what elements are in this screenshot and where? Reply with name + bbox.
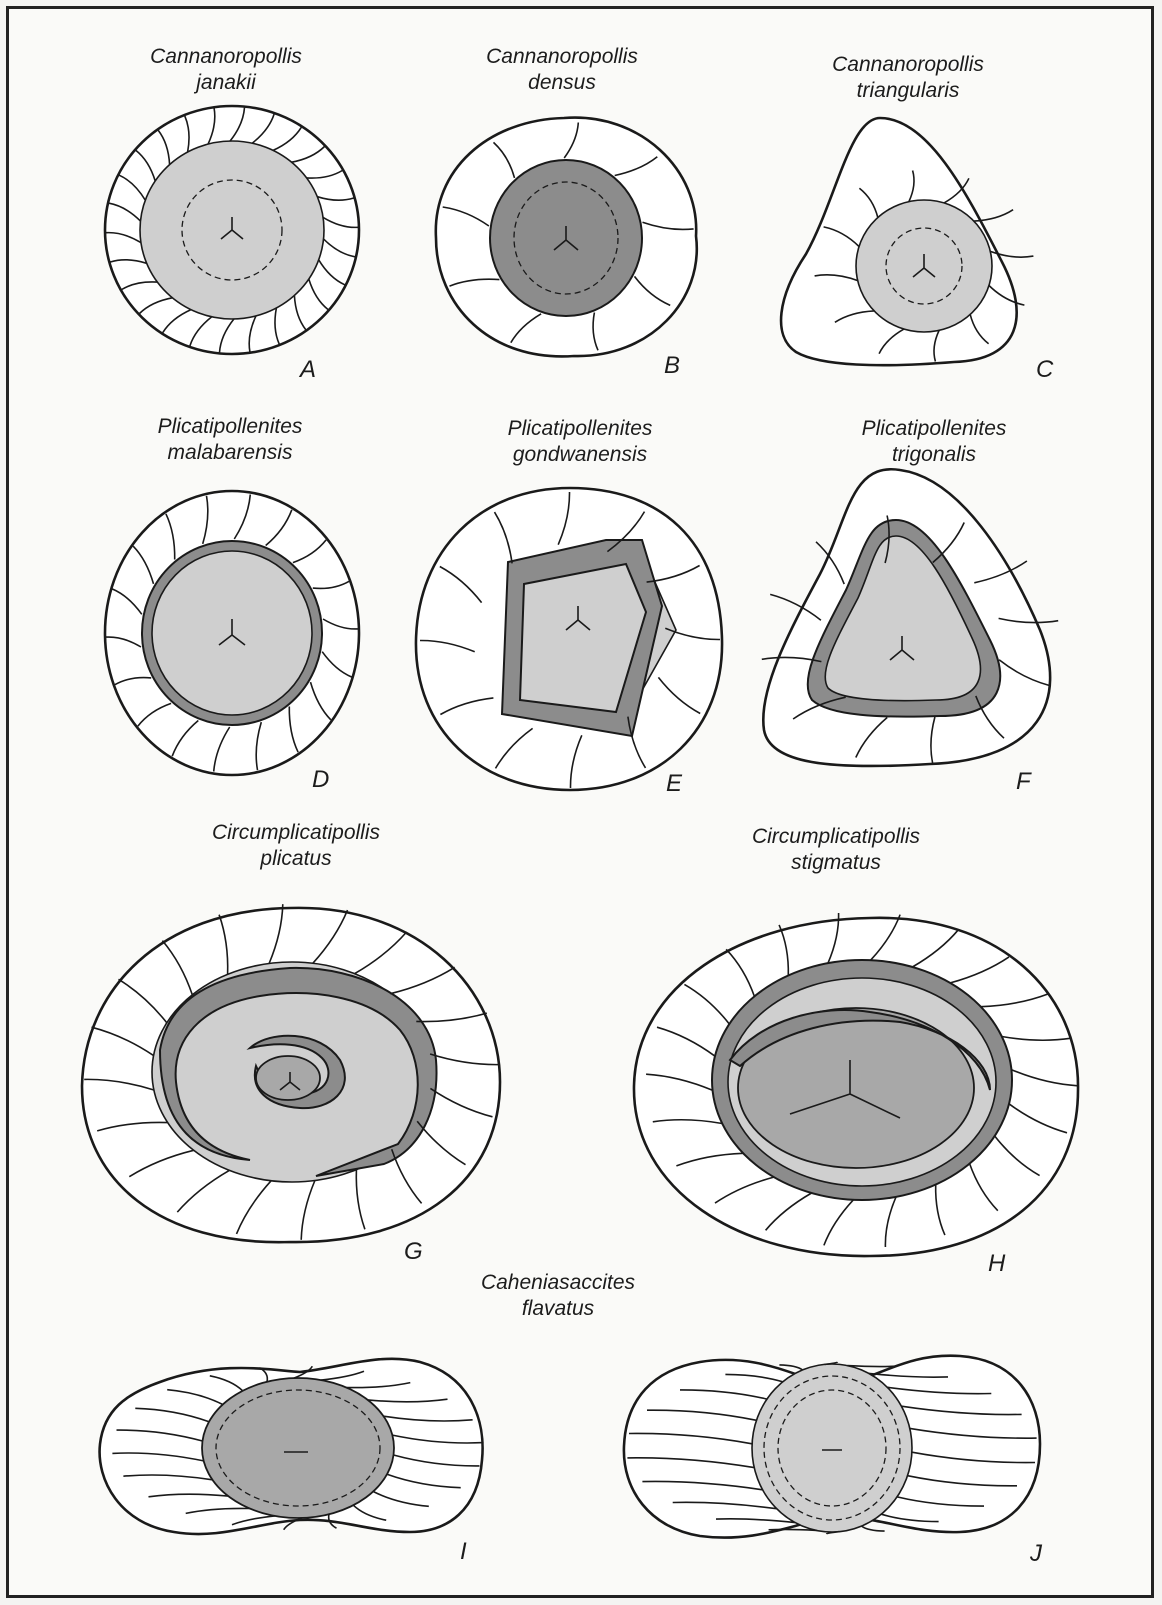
taxon-name-f: Plicatipollenites trigonalis <box>804 416 1064 468</box>
genus-a: Cannanoropollis <box>96 44 356 70</box>
genus-h: Circumplicatipollis <box>706 824 966 850</box>
pollen-h-drawing <box>634 918 1078 1256</box>
saccus-rib <box>769 1529 817 1530</box>
taxon-name-b: Cannanoropollis densus <box>432 44 692 96</box>
taxon-name-c: Cannanoropollis triangularis <box>778 52 1038 104</box>
pollen-d-drawing <box>105 491 359 775</box>
panel-label-g: G <box>404 1238 423 1266</box>
panel-label-j: J <box>1030 1540 1042 1568</box>
species-d: malabarensis <box>100 440 360 466</box>
panel-label-f: F <box>1016 768 1031 796</box>
genus-b: Cannanoropollis <box>432 44 692 70</box>
species-i: flavatus <box>428 1296 688 1322</box>
species-h: stigmatus <box>706 850 966 876</box>
pollen-e-drawing <box>416 488 722 790</box>
panel-label-i: I <box>460 1538 467 1566</box>
pollen-g-drawing <box>82 908 500 1242</box>
pollen-c-drawing <box>781 118 1017 365</box>
species-c: triangularis <box>778 78 1038 104</box>
pollen-a-drawing <box>105 106 359 354</box>
taxon-name-g: Circumplicatipollis plicatus <box>166 820 426 872</box>
panel-label-e: E <box>666 770 682 798</box>
panel-label-a: A <box>300 356 316 384</box>
species-g: plicatus <box>166 846 426 872</box>
genus-f: Plicatipollenites <box>804 416 1064 442</box>
species-b: densus <box>432 70 692 96</box>
species-e: gondwanensis <box>450 442 710 468</box>
taxon-name-i: Caheniasaccites flavatus <box>428 1270 688 1322</box>
pollen-j-drawing <box>624 1356 1040 1538</box>
genus-e: Plicatipollenites <box>450 416 710 442</box>
genus-i: Caheniasaccites <box>428 1270 688 1296</box>
pollen-f-drawing <box>763 469 1050 766</box>
taxon-name-e: Plicatipollenites gondwanensis <box>450 416 710 468</box>
saccus-rib <box>847 1366 895 1367</box>
pollen-i-drawing <box>100 1359 483 1534</box>
pollen-b-drawing <box>436 118 697 357</box>
saccus-rib <box>862 1526 885 1531</box>
taxon-name-a: Cannanoropollis janakii <box>96 44 356 96</box>
species-a: janakii <box>96 70 356 96</box>
taxon-name-h: Circumplicatipollis stigmatus <box>706 824 966 876</box>
panel-label-b: B <box>664 352 680 380</box>
panel-label-h: H <box>988 1250 1005 1278</box>
genus-c: Cannanoropollis <box>778 52 1038 78</box>
species-f: trigonalis <box>804 442 1064 468</box>
panel-label-d: D <box>312 766 329 794</box>
taxon-name-d: Plicatipollenites malabarensis <box>100 414 360 466</box>
genus-g: Circumplicatipollis <box>166 820 426 846</box>
panel-label-c: C <box>1036 356 1053 384</box>
genus-d: Plicatipollenites <box>100 414 360 440</box>
